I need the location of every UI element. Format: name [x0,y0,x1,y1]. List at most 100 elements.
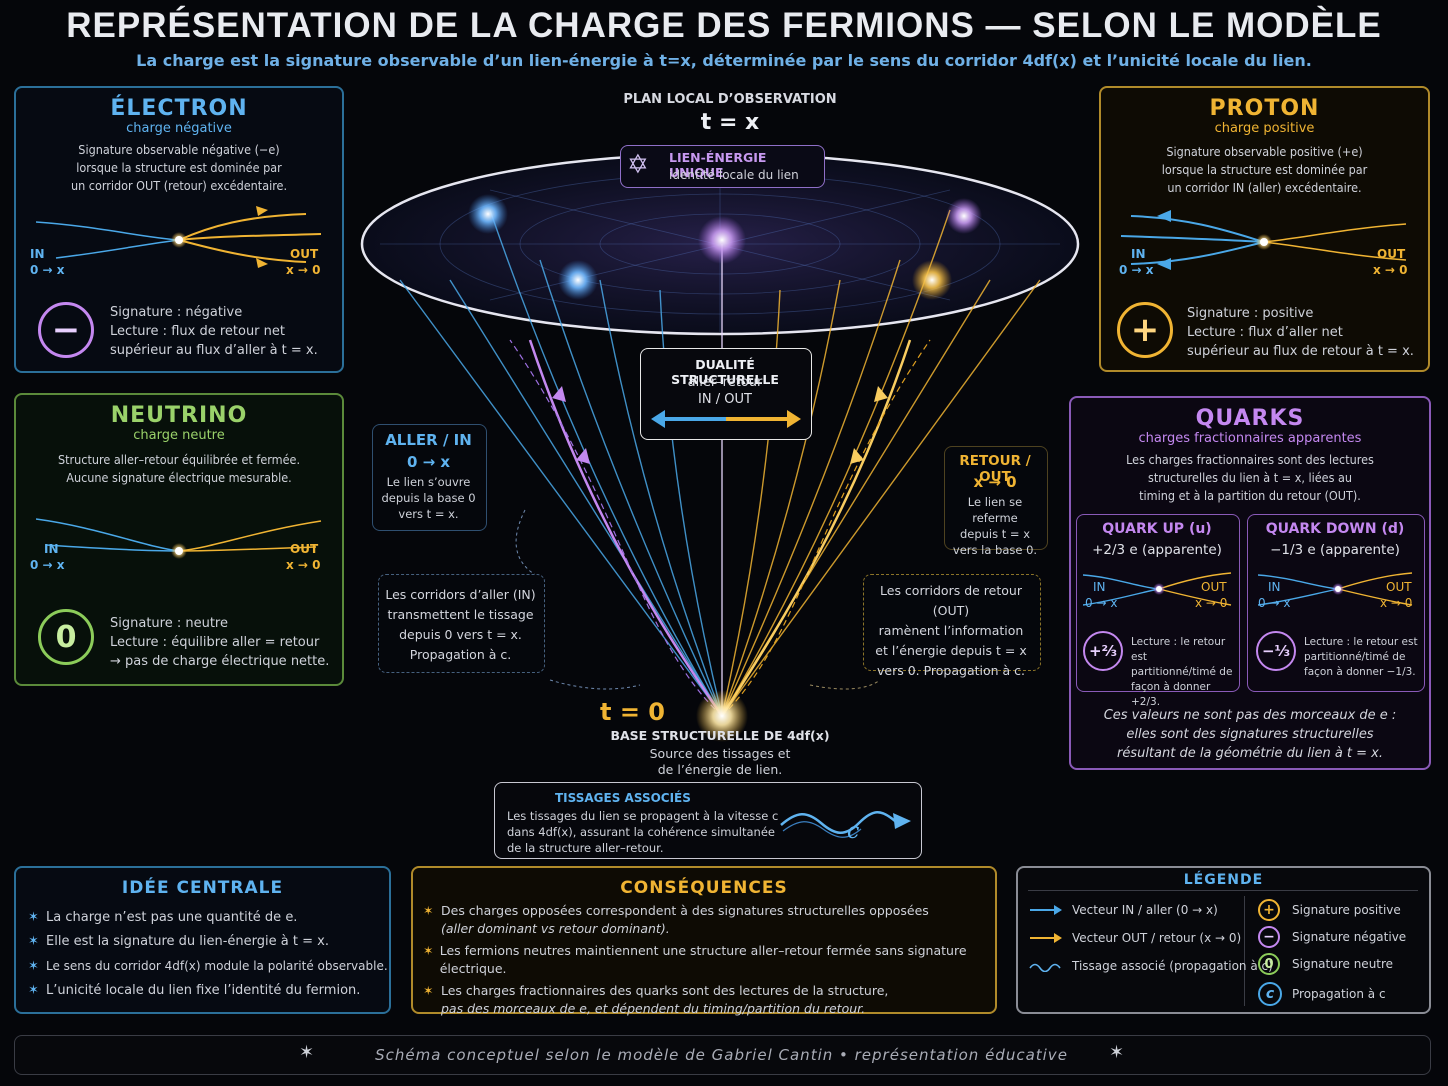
idee-list: ✶La charge n’est pas une quantité de e. … [28,906,388,1003]
out-corridor-text: Les corridors de retour (OUT)ramènent l’… [875,583,1027,678]
wave-arrow-icon [780,811,911,838]
plus-two-thirds-icon: +⅔ [1083,631,1123,671]
consequences-panel: CONSÉQUENCES ✶Des charges opposées corre… [411,866,997,1016]
sparkle-icon: ✶ [299,1042,315,1063]
star-bullet-icon: ✶ [28,959,39,974]
list-item: ✶Les charges fractionnaires des quarks s… [423,983,889,1016]
negative-sign-icon: − [38,302,94,358]
neutrino-subtitle: charge neutre [133,428,225,443]
star-bullet-icon: ✶ [28,910,39,925]
legend-divider [1028,890,1418,891]
out-corridor-box: Les corridors de retour (OUT)ramènent l’… [863,574,1041,678]
quark-up-out-dir: x → 0 [1195,596,1228,610]
quark-down-out-label: OUT [1386,580,1412,594]
electron-in-label: IN [30,247,45,261]
quark-up-title: QUARK UP (u) [1102,521,1212,537]
star-bullet-icon: ✶ [28,934,39,949]
tissages-title: TISSAGES ASSOCIÉS [555,791,691,805]
footer-text: Schéma conceptuel selon le modèle de Gab… [375,1046,1068,1064]
retour-dir: x → 0 [973,473,1017,491]
neutrino-out-dir: x → 0 [286,558,321,572]
electron-panel: ÉLECTRON charge négative Signature obser… [14,86,344,373]
page-subtitle: La charge est la signature observable d’… [136,51,1312,70]
sparkle-icon: ✶ [1109,1042,1125,1063]
electron-subtitle: charge négative [126,121,232,136]
neutrino-text: Structure aller–retour équilibrée et fer… [57,452,301,485]
star-bullet-icon: ✶ [423,903,434,918]
wave-icon [1029,963,1061,972]
quarks-note: Ces valeurs ne sont pas des morceaux de … [1103,708,1397,761]
star-bullet-icon: ✶ [423,983,434,998]
list-item: ✶Les fermions neutres maintiennent une s… [423,943,967,976]
proton-out-label: OUT [1377,247,1406,261]
in-corridor-box: Les corridors d’aller (IN)transmettent l… [378,574,545,673]
quark-down-flow-diagram [1258,572,1413,606]
in-corridor-text: Les corridors d’aller (IN)transmettent l… [385,587,536,662]
neutral-sign-icon: 0 [1258,953,1280,975]
neutrino-out-label: OUT [290,542,319,556]
proton-in-label: IN [1131,247,1146,261]
tissages-text: Les tissages du lien se propagent à la v… [507,809,779,855]
quark-down-title: QUARK DOWN (d) [1265,521,1405,537]
unique-link-sub: identité locale du lien [669,168,799,182]
c-propagation-icon: c [1258,982,1282,1006]
page-title: REPRÉSENTATION DE LA CHARGE DES FERMIONS… [66,6,1382,45]
unique-link-title: LIEN-ÉNERGIE UNIQUE [669,150,767,180]
legend-item-negative: −Signature négative [1258,924,1406,950]
tissages-box: TISSAGES ASSOCIÉS Les tissages du lien s… [494,782,922,859]
consequences-title: CONSÉQUENCES [620,878,788,898]
double-arrow-icon [651,410,801,428]
legend-item-wave: Tissage associé (propagation à c) [1028,952,1273,980]
star-bullet-icon: ✶ [423,943,434,958]
quark-up-flow-diagram [1083,572,1232,606]
aller-title: ALLER / IN [385,431,472,449]
proton-flow-diagram [1121,210,1407,270]
idee-centrale-panel: IDÉE CENTRALE ✶La charge n’est pas une q… [14,866,391,1014]
positive-sign-icon: + [1258,899,1280,921]
electron-out-label: OUT [290,247,319,261]
idee-title: IDÉE CENTRALE [121,878,284,898]
quark-down-value: −1/3 e (apparente) [1270,542,1400,558]
proton-subtitle: charge positive [1214,121,1315,136]
legend-title: LÉGENDE [1183,872,1264,888]
neutrino-title: NEUTRINO [110,403,248,428]
proton-panel: PROTON charge positive Signature observa… [1099,86,1430,372]
neutrino-in-label: IN [44,542,59,556]
duality-inout: IN / OUT [698,392,752,407]
plane-label: PLAN LOCAL D’OBSERVATION [623,92,837,107]
electron-text: Signature observable négative (−e)lorsqu… [70,142,288,193]
base-title: BASE STRUCTURELLE DE 4df(x) [610,728,830,743]
neutrino-flow-diagram [36,518,322,559]
gold-arrow-icon [1030,933,1062,943]
quarks-subtitle: charges fractionnaires apparentes [1138,431,1362,446]
duality-box: DUALITÉ STRUCTURELLE aller–retour IN / O… [640,348,812,440]
quarks-title: QUARKS [1195,406,1305,431]
plane-equation: t = x [700,110,760,135]
proton-title: PROTON [1209,96,1320,121]
legend-item-positive: +Signature positive [1258,896,1406,924]
legend-separator [1244,896,1245,1006]
quark-up-in-dir: 0 → x [1085,596,1118,610]
consequences-list: ✶Des charges opposées correspondent à de… [423,902,995,1018]
unique-link-box: ✡ LIEN-ÉNERGIE UNIQUE identité locale du… [620,145,825,188]
positive-sign-icon: + [1117,302,1173,358]
legend-item-out: Vecteur OUT / retour (x → 0) [1028,924,1273,952]
cone-diagram [360,152,1080,742]
list-item: ✶L’unicité locale du lien fixe l’identit… [28,979,388,1003]
legend-item-in: Vecteur IN / aller (0 → x) [1028,896,1273,924]
neutrino-in-dir: 0 → x [30,558,65,572]
quarks-text: Les charges fractionnaires sont des lect… [1126,452,1374,503]
proton-in-dir: 0 → x [1119,263,1154,277]
c-symbol: c [847,819,860,844]
electron-title: ÉLECTRON [110,96,248,121]
minus-one-third-icon: −⅓ [1256,631,1296,671]
